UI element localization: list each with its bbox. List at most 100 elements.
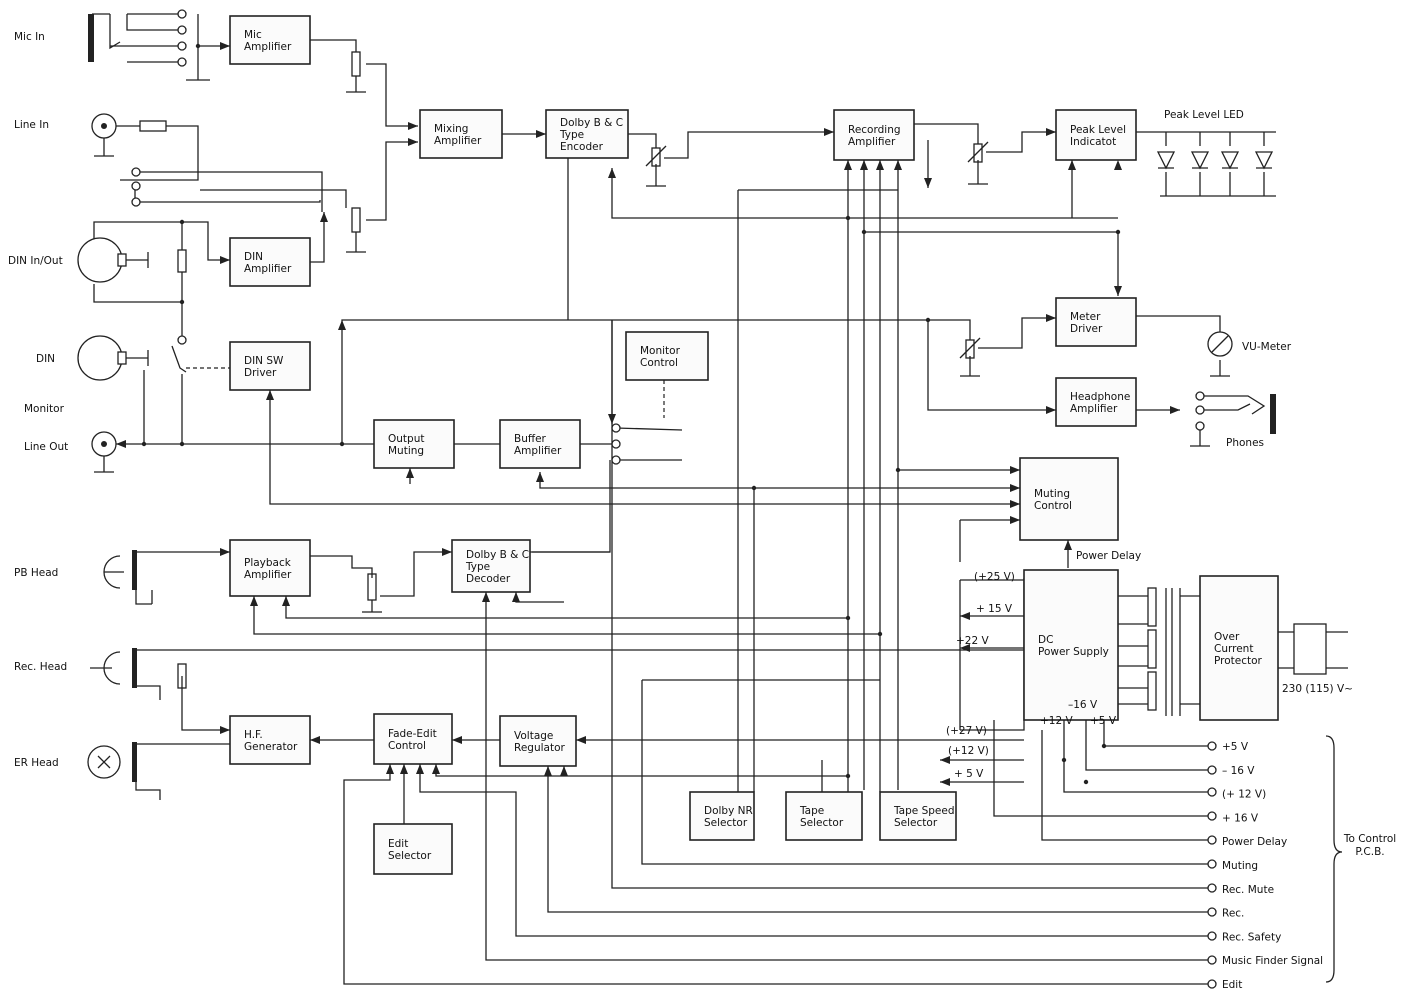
svg-text:Amplifier: Amplifier <box>1070 403 1118 415</box>
output-label: Rec. Safety <box>1222 931 1281 943</box>
svg-text:Control: Control <box>640 357 678 369</box>
output-label: Music Finder Signal <box>1222 955 1323 967</box>
svg-text:Buffer: Buffer <box>514 433 547 445</box>
er-head-label: ER Head <box>14 757 59 769</box>
svg-text:Generator: Generator <box>244 741 298 753</box>
svg-text:Amplifier: Amplifier <box>244 263 292 275</box>
output-label: Power Delay <box>1222 836 1287 848</box>
wires <box>91 13 1348 985</box>
hf-gen-block: H.F.Generator <box>229 715 311 765</box>
line-in-label: Line In <box>14 119 49 131</box>
p12-label: +12 V <box>1040 715 1073 727</box>
svg-text:Tape Speed: Tape Speed <box>893 805 955 817</box>
arrows <box>116 42 1180 786</box>
svg-text:Monitor: Monitor <box>640 345 681 357</box>
svg-text:Current: Current <box>1214 643 1253 655</box>
svg-text:Fade-Edit: Fade-Edit <box>388 728 437 740</box>
svg-text:Selector: Selector <box>704 817 748 829</box>
svg-text:Protector: Protector <box>1214 655 1263 667</box>
output-label: – 16 V <box>1222 765 1255 777</box>
output-label: Rec. Mute <box>1222 884 1274 896</box>
svg-text:Driver: Driver <box>244 367 277 379</box>
svg-text:Dolby NR: Dolby NR <box>704 805 753 817</box>
labels: Mic In Line In DIN In/Out DIN Monitor Li… <box>8 31 1396 858</box>
svg-text:Tape: Tape <box>799 805 824 817</box>
vu-meter-label: VU-Meter <box>1242 341 1292 353</box>
output-label: Edit <box>1222 979 1242 990</box>
svg-text:Amplifier: Amplifier <box>244 41 292 53</box>
connectors <box>77 9 1327 989</box>
svg-text:Muting: Muting <box>388 445 424 457</box>
svg-text:Recording: Recording <box>848 124 901 136</box>
rec-head-label: Rec. Head <box>14 661 67 673</box>
output-label: (+ 12 V) <box>1222 789 1266 801</box>
svg-text:Amplifier: Amplifier <box>848 136 896 148</box>
svg-text:Output: Output <box>388 433 424 445</box>
svg-text:Type: Type <box>559 129 584 141</box>
phones-label: Phones <box>1226 437 1264 449</box>
svg-text:Selector: Selector <box>800 817 844 829</box>
svg-text:Encoder: Encoder <box>560 141 604 153</box>
svg-text:Edit: Edit <box>388 838 408 850</box>
svg-text:Headphone: Headphone <box>1070 391 1130 403</box>
svg-text:DIN SW: DIN SW <box>244 355 284 367</box>
svg-text:Voltage: Voltage <box>514 730 553 742</box>
v15-label: + 15 V <box>976 603 1013 615</box>
v27-label: (+27 V) <box>946 725 987 737</box>
svg-text:DIN: DIN <box>244 251 263 263</box>
pb-head-label: PB Head <box>14 567 58 579</box>
svg-text:Playback: Playback <box>244 557 292 569</box>
svg-text:Driver: Driver <box>1070 323 1103 335</box>
v5-label: + 5 V <box>954 768 984 780</box>
output-label: + 16 V <box>1222 812 1259 824</box>
svg-text:Muting: Muting <box>1034 488 1070 500</box>
svg-text:Power Supply: Power Supply <box>1038 646 1109 658</box>
din-label: DIN <box>36 353 55 365</box>
svg-text:Type: Type <box>465 561 490 573</box>
junctions <box>141 43 1121 785</box>
svg-text:DC: DC <box>1038 634 1053 646</box>
to-control-label: To Control P.C.B. <box>1343 833 1396 858</box>
monitor-label: Monitor <box>24 403 65 415</box>
svg-text:Amplifier: Amplifier <box>514 445 562 457</box>
svg-text:Decoder: Decoder <box>466 573 511 585</box>
svg-text:P.C.B.: P.C.B. <box>1355 846 1384 858</box>
svg-text:Selector: Selector <box>388 850 432 862</box>
svg-text:Peak Level: Peak Level <box>1070 124 1126 136</box>
mains-label: 230 (115) V~ <box>1282 683 1353 695</box>
svg-text:Dolby B & C: Dolby B & C <box>466 549 529 561</box>
power-delay-label: Power Delay <box>1076 550 1141 562</box>
mic-in-label: Mic In <box>14 31 45 43</box>
output-label: +5 V <box>1222 741 1249 753</box>
v22-label: +22 V <box>956 635 989 647</box>
svg-text:Amplifier: Amplifier <box>434 135 482 147</box>
line-out-label: Line Out <box>24 441 68 453</box>
svg-text:Control: Control <box>1034 500 1072 512</box>
svg-text:Control: Control <box>388 740 426 752</box>
svg-text:Mic: Mic <box>244 29 262 41</box>
p5-label: +5 V <box>1090 715 1117 727</box>
m16-label: –16 V <box>1068 699 1098 711</box>
output-label: Muting <box>1222 860 1258 872</box>
svg-text:Mixing: Mixing <box>434 123 468 135</box>
control-pcb-outputs: +5 V – 16 V (+ 12 V) + 16 V Power DelayMutin… <box>1222 741 1323 991</box>
